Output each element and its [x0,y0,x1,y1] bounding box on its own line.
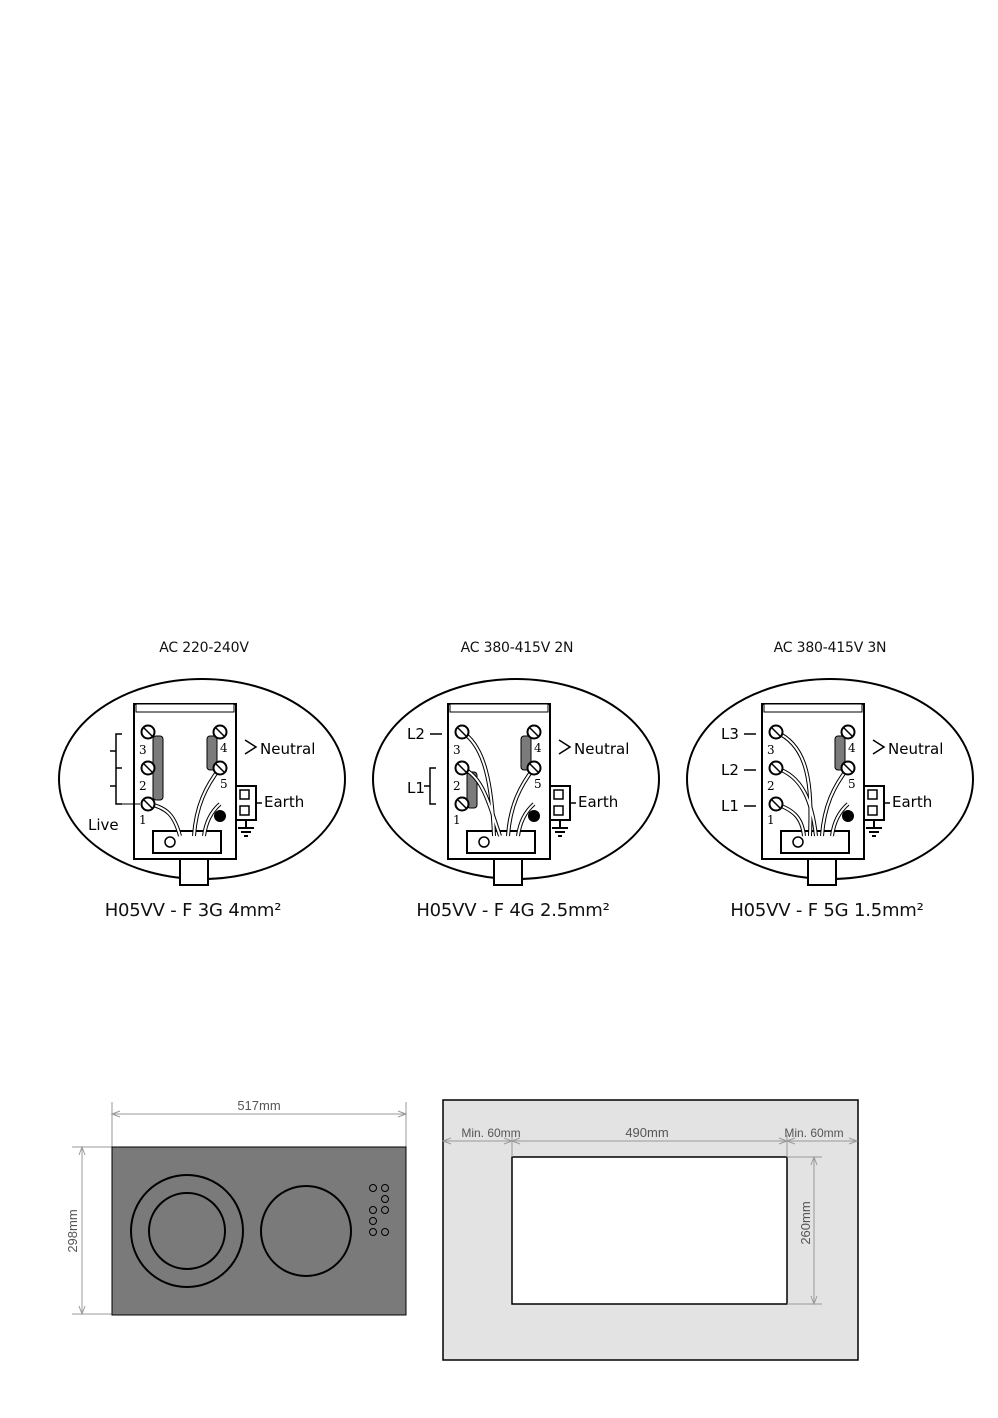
terminal-number-5: 5 [220,777,228,791]
terminal-box-top [449,703,549,713]
touch-controls [369,1184,389,1236]
cooking-zone-inner [148,1192,226,1270]
phase-label-l2: L2 [407,725,425,743]
cutout-width-dimension-line [441,1135,859,1157]
neutral-pointer [872,739,886,755]
cutout-depth-dimension-line [787,1155,822,1306]
earth-label: Earth [264,793,304,811]
neutral-pointer [558,739,572,755]
terminal-box-top [763,703,863,713]
wiring-diagram-two-phase: 3 2 1 4 5 Neutral Earth L2 L1 [372,678,660,886]
cutout-depth-label: 260mm [798,1201,813,1244]
terminal-number-5: 5 [848,777,856,791]
earth-label: Earth [578,793,618,811]
earth-terminal-screw [842,810,854,822]
terminal-number-3: 3 [767,743,775,757]
cutout-opening [511,1156,788,1305]
terminal-number-5: 5 [534,777,542,791]
phase-label-l3: L3 [721,725,739,743]
cooking-zone-outer [130,1174,244,1288]
terminal-number-3: 3 [453,743,461,757]
clamp-screw [164,836,176,848]
cutout-dimension-drawing: Min. 60mm 490mm Min. 60mm 260mm [441,1099,859,1361]
neutral-label: Neutral [260,740,315,758]
ground-icon [238,820,254,837]
terminal-number-1: 1 [453,813,461,827]
terminal-number-1: 1 [767,813,775,827]
earth-terminal-screw [528,810,540,822]
left-clearance-label: Min. 60mm [461,1126,520,1140]
cable-sheath [493,858,523,886]
terminal-number-2: 2 [767,779,775,793]
bridge-bar-neutral [520,735,532,771]
neutral-pointer [244,739,258,755]
cable-spec-2: H05VV - F 4G 2.5mm² [416,900,610,921]
cable-sheath [179,858,209,886]
hob-depth-label: 298mm [65,1209,80,1252]
ground-icon [552,820,568,837]
wire-earth-core [203,803,221,837]
phase-label-l1: L1 [721,797,739,815]
wiring-diagram-single-phase: 3 2 1 4 5 Neutral Earth Live [58,678,346,886]
cable-clamp [152,830,222,854]
neutral-label: Neutral [574,740,629,758]
cable-spec-3: H05VV - F 5G 1.5mm² [730,900,924,921]
l1-bracket [424,767,436,805]
right-clearance-label: Min. 60mm [784,1126,843,1140]
wiring-diagram-three-phase: 3 2 1 4 5 Neutral Earth L3 L2 L1 [686,678,974,886]
terminal-number-3: 3 [139,743,147,757]
cooking-zone-right [260,1185,352,1277]
cable-spec-1: H05VV - F 3G 4mm² [104,900,282,921]
cable-sheath [807,858,837,886]
terminal-number-4: 4 [220,741,228,755]
terminal-number-2: 2 [139,779,147,793]
supply-title-1: AC 220-240V [159,640,249,656]
bridge-bar-neutral [834,735,846,771]
hob-dimension-drawing: 517mm 298mm [65,1098,408,1316]
neutral-label: Neutral [888,740,943,758]
bridge-bar-neutral [206,735,218,771]
width-dimension-line [110,1102,408,1150]
live-label: Live [88,816,119,834]
cutout-width-label: 490mm [625,1125,668,1140]
terminal-box-top [135,703,235,713]
clamp-screw [792,836,804,848]
hob-width-label: 517mm [237,1098,280,1113]
depth-dimension-line [72,1145,112,1316]
terminal-number-4: 4 [534,741,542,755]
clamp-screw [478,836,490,848]
earth-terminal-screw [214,810,226,822]
terminal-number-2: 2 [453,779,461,793]
earth-label: Earth [892,793,932,811]
live-bracket [110,733,122,805]
terminal-number-4: 4 [848,741,856,755]
hob-glass-panel [111,1146,407,1316]
supply-title-2: AC 380-415V 2N [460,640,574,656]
phase-label-l1: L1 [407,779,425,797]
phase-label-l2: L2 [721,761,739,779]
supply-title-3: AC 380-415V 3N [773,640,887,656]
ground-icon [866,820,882,837]
terminal-number-1: 1 [139,813,147,827]
